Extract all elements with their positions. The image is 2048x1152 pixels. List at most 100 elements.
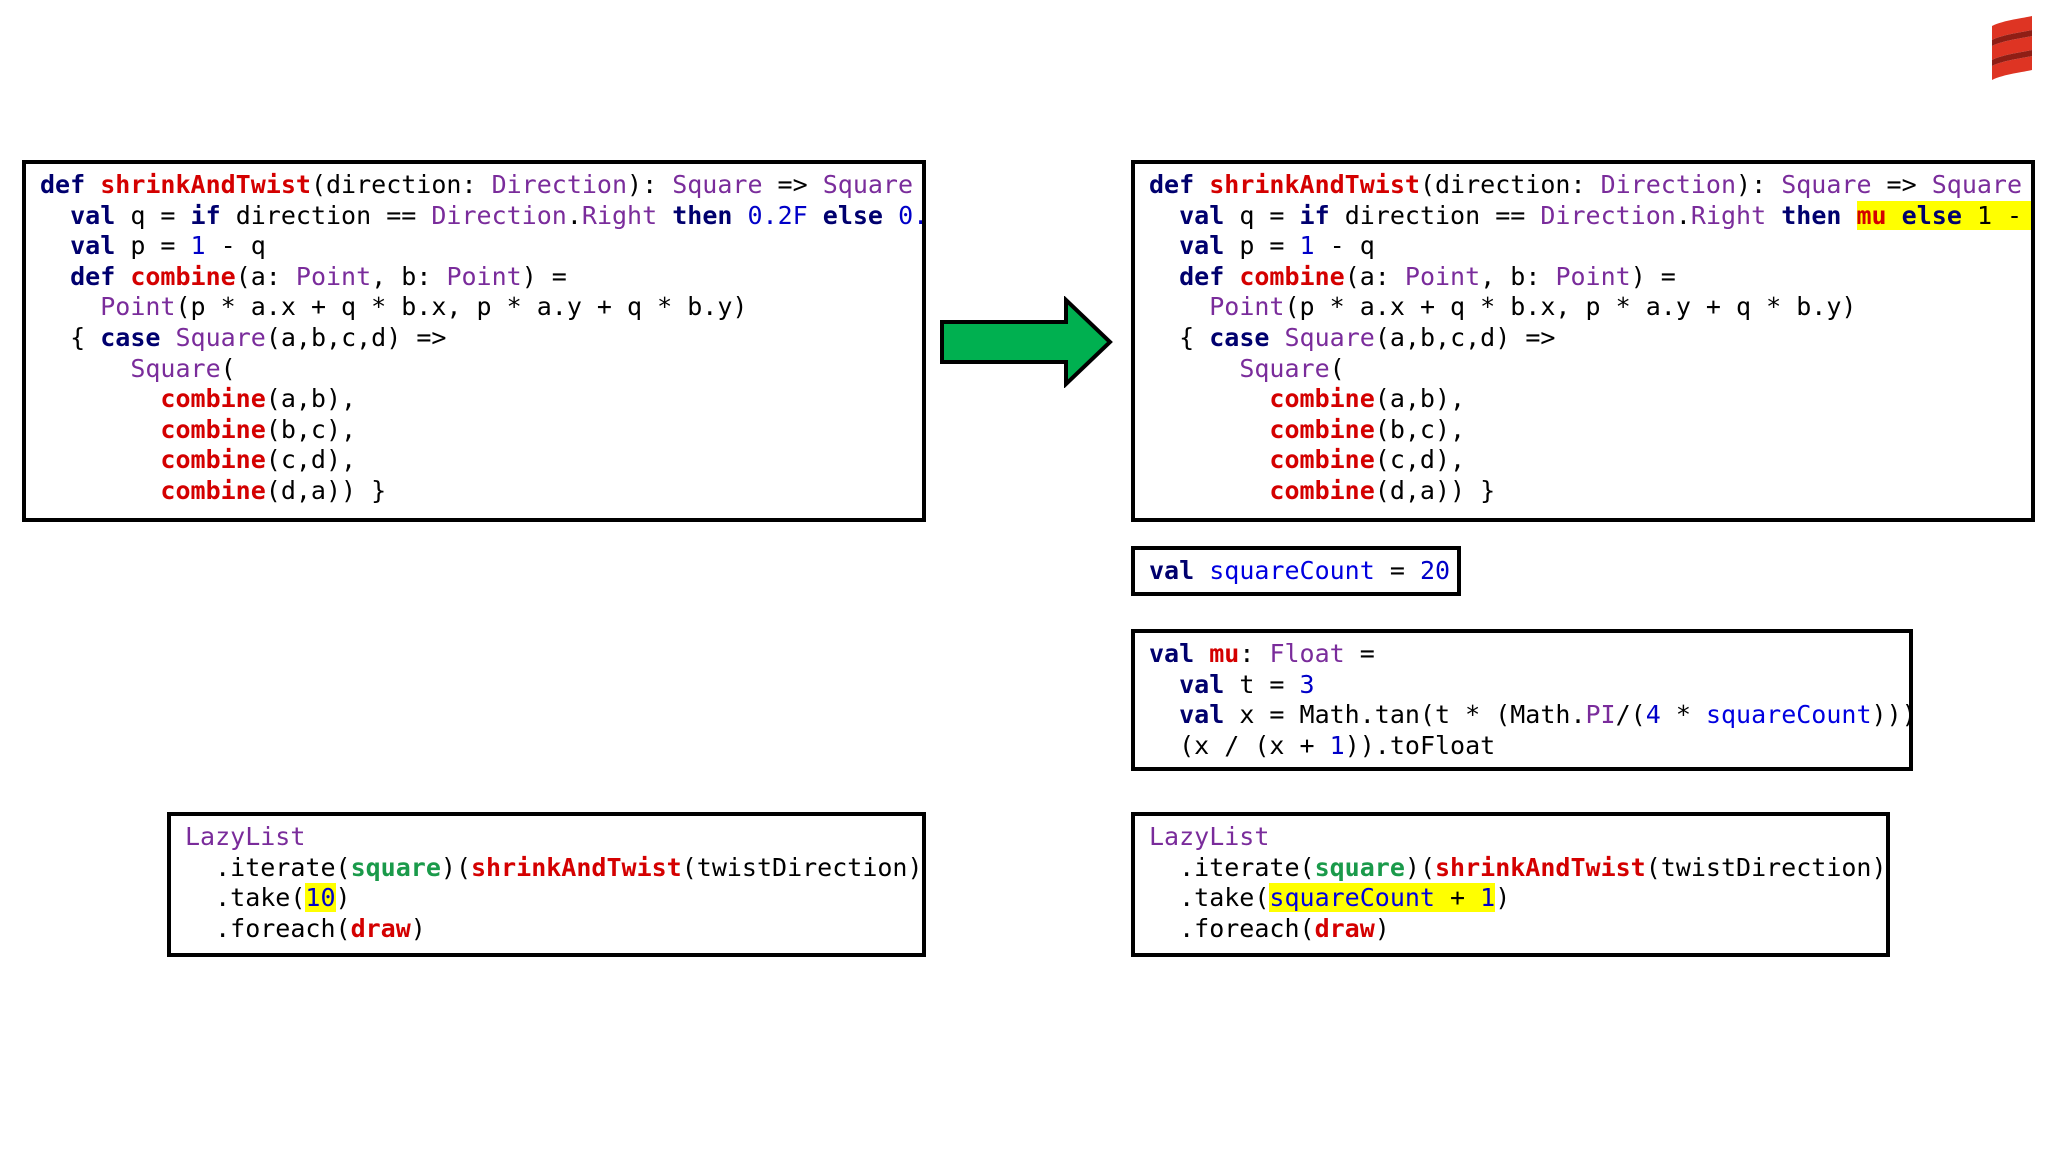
code-token: square	[350, 852, 441, 882]
code-token	[1194, 556, 1209, 585]
code-token	[40, 201, 70, 230]
code-token: (a,b),	[265, 384, 357, 414]
code-token: else	[1901, 200, 1962, 230]
code-token: Square	[1284, 322, 1375, 352]
code-token: case	[1209, 322, 1270, 352]
code-token: Square	[175, 322, 266, 352]
code-token	[40, 476, 160, 505]
code-token	[1766, 201, 1781, 230]
code-token: combine	[160, 384, 266, 414]
code-token: draw	[350, 913, 411, 943]
code-token: Point	[1555, 261, 1631, 291]
code-token: x = Math.tan(t * (Math.	[1224, 700, 1586, 730]
code-token: combine	[160, 445, 266, 475]
code-token: (a,b),	[1374, 384, 1466, 414]
code-token	[1149, 262, 1179, 291]
code-line: Point(p * a.x + q * b.x, p * a.y + q * b…	[40, 292, 908, 323]
code-token: shrinkAndTwist	[100, 170, 311, 199]
code-line: (x / (x + 1)).toFloat	[1149, 731, 1895, 762]
code-line: .take(squareCount + 1)	[1149, 883, 1872, 914]
code-token	[40, 415, 160, 444]
code-line: .foreach(draw)	[185, 914, 908, 945]
code-token: )).	[1344, 730, 1390, 760]
code-token: squareCount	[1209, 556, 1375, 585]
code-line: combine(a,b),	[1149, 384, 2017, 415]
code-token: Square	[130, 353, 221, 383]
code-line: val squareCount = 20	[1149, 556, 1450, 587]
code-token	[1149, 700, 1179, 729]
code-token: combine	[1269, 414, 1375, 444]
code-token: 1 -	[1961, 200, 2031, 230]
code-token	[1149, 354, 1239, 383]
code-token: =	[1344, 639, 1375, 668]
code-token: (	[1329, 353, 1345, 383]
code-token: Square	[822, 170, 914, 199]
code-token: LazyList	[185, 822, 306, 851]
code-block-mu-definition: val mu: Float = val t = 3 val x = Math.t…	[1131, 629, 1913, 771]
code-token: Point	[1209, 292, 1285, 322]
code-token: )(	[1404, 852, 1435, 882]
code-line: val t = 3	[1149, 670, 1895, 701]
code-token: Point	[100, 292, 176, 322]
code-token: {	[1149, 322, 1210, 352]
code-token: combine	[1269, 445, 1375, 475]
code-token: direction ==	[220, 200, 432, 230]
code-token	[40, 354, 130, 383]
code-line: { case Square(a,b,c,d) =>	[1149, 323, 2017, 354]
code-token: (c,d),	[1374, 445, 1466, 475]
code-line: def combine(a: Point, b: Point) =	[1149, 262, 2017, 293]
code-token: =	[2022, 170, 2031, 199]
code-token: squareCount	[1705, 700, 1872, 730]
code-token: square	[1314, 852, 1405, 882]
code-line: def shrinkAndTwist(direction: Direction)…	[40, 170, 913, 201]
code-token	[40, 384, 160, 413]
code-token: 1	[190, 231, 206, 261]
code-token: (d,a)) }	[1374, 475, 1496, 505]
code-token: (	[220, 353, 236, 383]
code-token: ):	[1736, 170, 1782, 199]
scala-logo-icon	[1992, 16, 2032, 80]
code-line: val p = 1 - q	[40, 231, 908, 262]
code-token: shrinkAndTwist	[1209, 170, 1420, 199]
code-token: ) =	[1630, 261, 1676, 291]
code-token: +	[1435, 883, 1481, 913]
code-token: q =	[115, 200, 191, 230]
code-token: 3	[1299, 669, 1315, 699]
code-line: combine(d,a)) }	[40, 476, 908, 507]
code-token: squareCount	[1269, 883, 1435, 913]
code-line: val q = if direction == Direction.Right …	[1149, 200, 2031, 232]
code-token: (direction:	[1419, 170, 1601, 199]
right-arrow-icon	[940, 296, 1113, 388]
code-token: def	[1179, 261, 1240, 291]
code-token: :	[1239, 639, 1270, 668]
code-line: LazyList	[1149, 822, 1872, 853]
code-token: (a:	[1344, 261, 1405, 291]
code-token	[1886, 200, 1902, 230]
code-token: , b:	[371, 261, 447, 291]
code-token	[1149, 670, 1179, 699]
code-token: Point	[446, 261, 522, 291]
code-token: Square	[672, 170, 763, 199]
code-token: 1	[1480, 883, 1496, 913]
code-token: .take(	[185, 883, 306, 913]
code-token: , b:	[1480, 261, 1556, 291]
code-token	[1149, 384, 1269, 413]
code-line: .iterate(square)(shrinkAndTwist(twistDir…	[185, 852, 922, 884]
code-token: combine	[1269, 475, 1375, 505]
code-token: val	[1149, 556, 1195, 585]
code-token	[40, 262, 70, 291]
code-line: { case Square(a,b,c,d) =>	[40, 323, 908, 354]
code-token: (a,b,c,d) =>	[265, 322, 447, 352]
code-line: combine(c,d),	[40, 445, 908, 476]
code-token	[40, 231, 70, 260]
code-line: Square(	[1149, 354, 2017, 385]
code-token: .take(	[1149, 883, 1270, 913]
code-token	[883, 201, 898, 230]
code-token: shrinkAndTwist	[471, 852, 682, 882]
code-line: val q = if direction == Direction.Right …	[40, 200, 922, 232]
code-token: if	[1299, 200, 1330, 230]
code-token: val	[1149, 639, 1195, 668]
code-token: combine	[160, 414, 266, 444]
code-token: val	[1179, 669, 1225, 699]
code-token: 20	[1419, 556, 1451, 585]
